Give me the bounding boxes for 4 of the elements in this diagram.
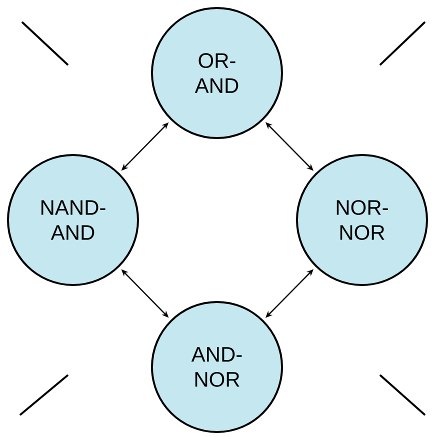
circle-node: OR- AND <box>151 7 283 139</box>
circle-node: AND- NOR <box>151 301 283 433</box>
circle-node: NAND- AND <box>7 154 139 286</box>
circle-node: NOR- NOR <box>296 154 428 286</box>
